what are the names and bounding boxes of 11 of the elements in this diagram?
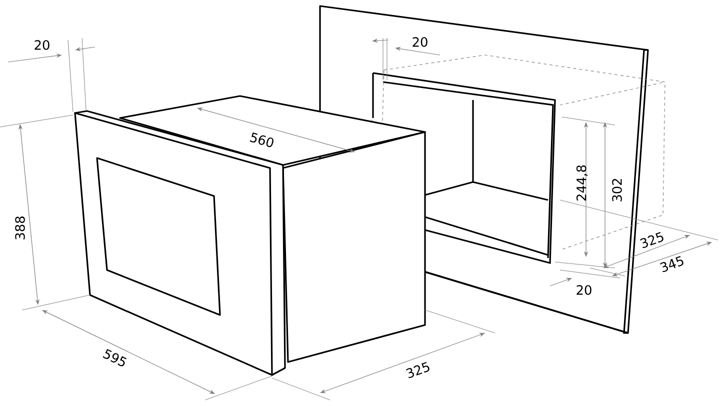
dimension-label: 325: [406, 362, 430, 378]
dimension-label: 20: [412, 37, 428, 47]
dimension-label: 560: [250, 132, 274, 148]
dimension-label: 244,8: [576, 165, 588, 201]
dimension-label: 595: [102, 348, 127, 366]
dimension-label: 388: [15, 216, 25, 240]
dimension-label: 325: [640, 232, 664, 248]
dimension-label: 20: [576, 285, 592, 295]
dimension-label: 345: [660, 256, 684, 272]
dimension-label: 302: [612, 178, 622, 202]
dimension-label: 20: [34, 40, 50, 50]
